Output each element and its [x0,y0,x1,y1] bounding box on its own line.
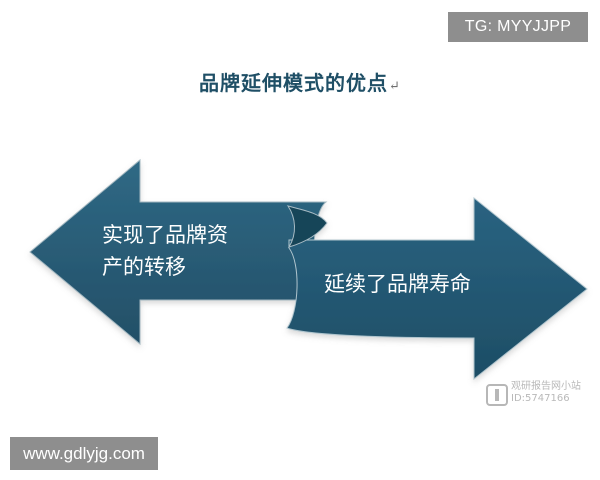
left-arrow-line-2: 产的转移 [102,255,186,279]
watermark-text: 观研报告网小站 ID:5747166 [511,381,581,405]
website-badge: www.gdlyjg.com [10,437,158,470]
left-arrow-label: 实现了品牌资 产的转移 [102,219,282,283]
watermark-logo [486,384,508,406]
tg-tag: TG: MYYJJPP [448,12,588,42]
page-title: 品牌延伸模式的优点↵ [0,67,600,96]
right-arrow [286,196,588,381]
watermark-line-2: ID:5747166 [511,393,570,404]
watermark-line-1: 观研报告网小站 [511,381,581,392]
left-arrow-line-1: 实现了品牌资 [102,223,228,247]
title-text: 品牌延伸模式的优点 [199,71,389,95]
return-mark: ↵ [389,79,401,94]
right-arrow-label: 延续了品牌寿命 [324,272,471,296]
ribbon-fold [286,205,328,248]
